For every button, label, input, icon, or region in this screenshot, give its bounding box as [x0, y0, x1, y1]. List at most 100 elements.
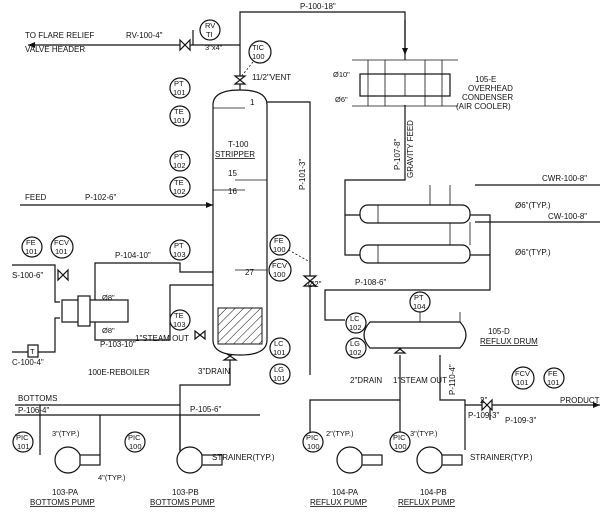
pt102-top: PT	[174, 152, 184, 161]
pump-103pa-name: BOTTOMS PUMP	[30, 498, 95, 507]
label-p108-6: P-108-6"	[355, 278, 386, 287]
fcv101b-bot: 101	[516, 378, 529, 387]
lg101-top: LG	[274, 365, 284, 374]
line-p103-10	[94, 284, 213, 341]
stripper-tag: T-100	[228, 140, 249, 149]
valve-vent	[233, 75, 247, 85]
valve-fcv100	[302, 275, 318, 287]
line-p110	[439, 355, 466, 450]
label-3typ-b: 3"(TYP.)	[410, 429, 438, 438]
drum-vessel	[363, 321, 467, 349]
bubble-te101	[169, 105, 191, 127]
stripper-vessel	[212, 89, 268, 356]
te103-top: TE	[174, 311, 184, 320]
line-drum-out	[309, 355, 401, 440]
label-p101-3: P-101-3"	[298, 159, 307, 190]
exch-d6typ-b: Ø6"(TYP.)	[515, 248, 551, 257]
signal-fe	[284, 247, 311, 263]
reboiler-tag: 100E-REBOILER	[88, 368, 150, 377]
valve-steam	[57, 268, 69, 282]
fe101-bot: 101	[25, 247, 38, 256]
condenser-line-1: OVERHEAD	[468, 84, 513, 93]
pump-104pb	[416, 446, 444, 474]
line-p108-6	[324, 254, 491, 321]
valve-rv	[179, 38, 191, 52]
rv-ti-bot: TI	[206, 30, 213, 39]
drum-tag: 105-D	[488, 327, 510, 336]
pump-104pa	[336, 446, 364, 474]
label-p103-10: P-103-10"	[100, 340, 136, 349]
pumps: 103-PA BOTTOMS PUMP 103-PB BOTTOMS PUMP …	[30, 446, 463, 507]
tic100-top: TIC	[252, 43, 265, 52]
pt104-top: PT	[414, 293, 424, 302]
pic100b-top: PIC	[306, 433, 319, 442]
label-rv-100: RV-100-4"	[126, 31, 163, 40]
label-cwr: CWR-100-8"	[542, 174, 587, 183]
label-gravity-feed: GRAVITY FEED	[406, 120, 415, 178]
label-strainer-b: STRAINER(TYP.)	[470, 453, 533, 462]
pt101-bot: 101	[173, 88, 186, 97]
motor-104pa	[361, 454, 383, 466]
te101-top: TE	[174, 107, 184, 116]
pump-104pa-name: REFLUX PUMP	[310, 498, 367, 507]
label-flare-1: TO FLARE RELIEF	[25, 31, 94, 40]
bubble-lc102	[345, 312, 367, 334]
label-c100: C-100-4"	[12, 358, 44, 367]
label-p107-8: P-107-8"	[393, 139, 402, 170]
instruments: RV TI TIC 100 PT 101 TE 101 PT 102 TE 10…	[12, 19, 565, 453]
exch-d6typ-a: Ø6"(TYP.)	[515, 201, 551, 210]
stripper-column: 1 15 16 27 T-100 STRIPPER	[212, 89, 268, 356]
pic100a-bot: 100	[129, 442, 142, 451]
pt103-top: PT	[174, 241, 184, 250]
line-p107-8b	[344, 215, 360, 256]
pic100b-bot: 100	[307, 442, 320, 451]
label-s100: S-100-6"	[12, 271, 43, 280]
motor-103pb	[201, 454, 223, 466]
pump-103pa	[54, 446, 82, 474]
line-exch-link	[470, 214, 491, 255]
exchanger-upper	[359, 204, 471, 224]
rv-ti-top: RV	[205, 21, 215, 30]
packed-bed	[217, 307, 263, 345]
label-bottoms: BOTTOMS	[18, 394, 57, 403]
pt102-bot: 102	[173, 161, 186, 170]
lg102-top: LG	[350, 339, 360, 348]
te101-bot: 101	[173, 116, 186, 125]
label-d2: Ø2"	[308, 280, 322, 289]
label-feed: FEED	[25, 193, 47, 202]
bubble-fe101-right	[543, 367, 565, 389]
fe100-bot: 100	[273, 245, 286, 254]
reboiler: Ø8" Ø8" 100E-REBOILER	[61, 293, 150, 377]
label-p109-3b: P-109-3"	[505, 416, 536, 425]
stripper-name: STRIPPER	[215, 150, 255, 159]
fe101b-top: FE	[548, 369, 558, 378]
label-3x4: 3"x4"	[205, 43, 223, 52]
drum-name: REFLUX DRUM	[480, 337, 538, 346]
fe101b-bot: 101	[547, 378, 560, 387]
bubble-pic100-b	[302, 431, 324, 453]
bubble-lc101	[269, 337, 291, 359]
condenser-line-3: (AIR COOLER)	[456, 102, 511, 111]
fe101-top: FE	[26, 238, 36, 247]
pic101-top: PIC	[16, 433, 29, 442]
fcv100-bot: 100	[273, 270, 286, 279]
pump-104pb-name: REFLUX PUMP	[398, 498, 455, 507]
bubble-fcv100	[268, 258, 292, 282]
lg101-bot: 101	[273, 374, 286, 383]
label-p102-6: P-102-6"	[85, 193, 116, 202]
pump-103pb-tag: 103-PB	[172, 488, 199, 497]
condenser-d10: Ø10"	[333, 70, 350, 79]
pump-104pb-tag: 104-PB	[420, 488, 447, 497]
condenser-d6: Ø6"	[335, 95, 348, 104]
bubble-pt102	[169, 150, 191, 172]
bubble-fe101	[21, 236, 43, 258]
label-2typ: 2"(TYP.)	[326, 429, 354, 438]
label-p109-3a: P-109-3"	[468, 411, 499, 420]
label-p100-18: P-100-18"	[300, 2, 336, 11]
label-3typ-a: 3"(TYP.)	[52, 429, 80, 438]
cooling-exchangers: Ø6"(TYP.) Ø6"(TYP.)	[359, 201, 551, 264]
label-2in: 2"	[480, 396, 487, 405]
reboiler-d8a: Ø8"	[102, 293, 115, 302]
bubble-pt104	[409, 291, 431, 313]
